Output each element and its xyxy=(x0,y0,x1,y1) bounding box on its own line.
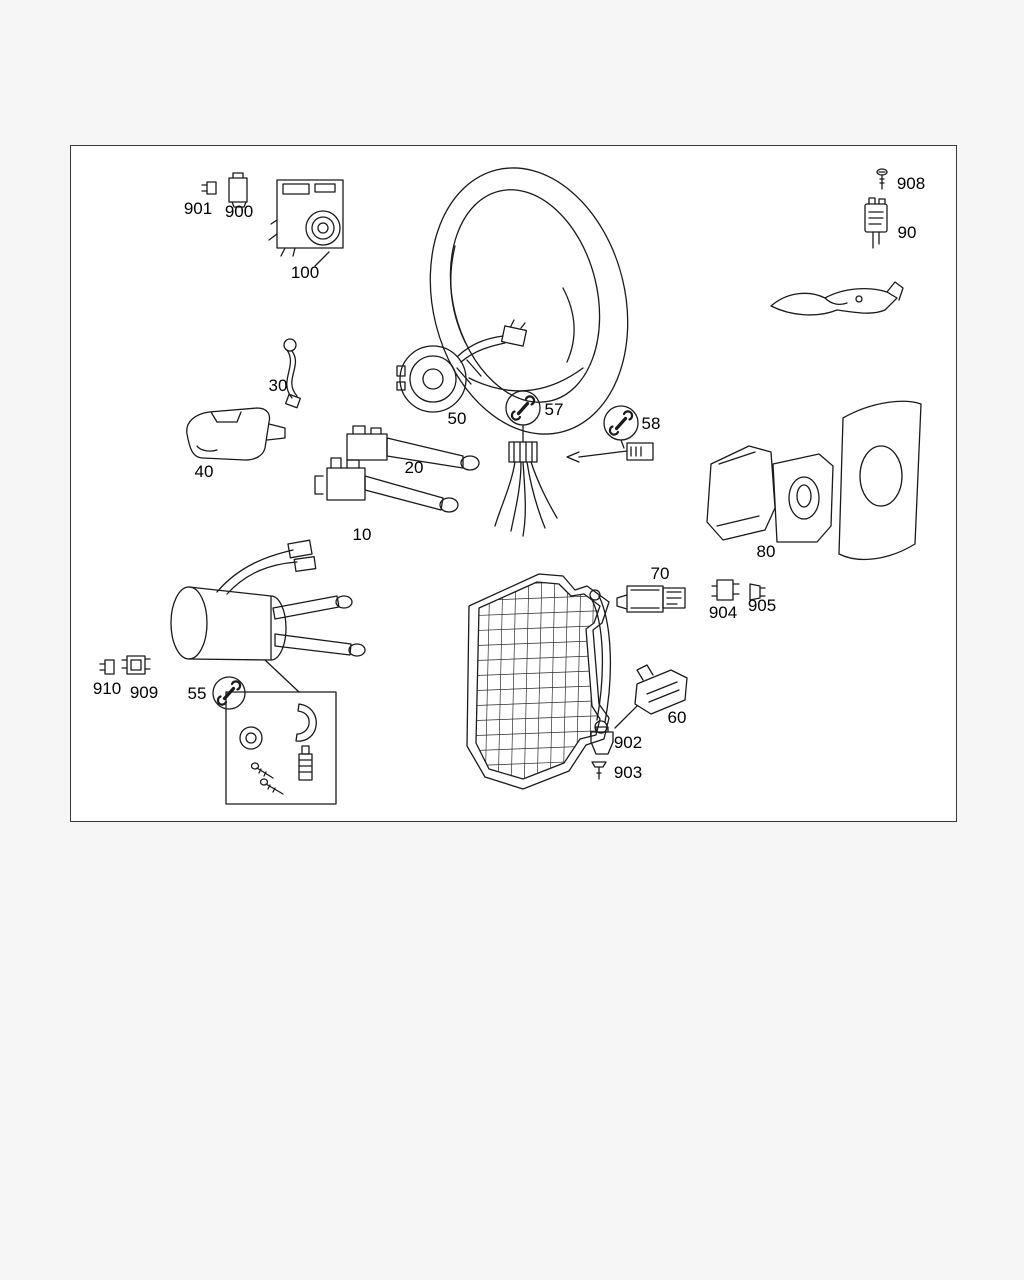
part-label-40: 40 xyxy=(195,462,214,481)
part-label-900: 900 xyxy=(225,202,253,221)
part-label-10: 10 xyxy=(353,525,372,544)
steering-wheel xyxy=(429,167,629,435)
screw-908 xyxy=(876,168,888,190)
part-labels: 901 900 100 908 90 30 50 57 58 40 20 10 … xyxy=(93,174,925,782)
part-label-901: 901 xyxy=(184,199,212,218)
diagram-canvas: 901 900 100 908 90 30 50 57 58 40 20 10 … xyxy=(93,167,925,805)
clock-spring-50 xyxy=(396,319,528,413)
plug-901 xyxy=(201,181,217,195)
diagram-frame: 901 900 100 908 90 30 50 57 58 40 20 10 … xyxy=(70,145,957,822)
service-kit-55 xyxy=(212,676,246,710)
stalk-switch-20 xyxy=(346,425,480,471)
steering-lock-assembly xyxy=(170,539,366,693)
part-label-902: 902 xyxy=(614,733,642,752)
part-label-50: 50 xyxy=(448,409,467,428)
part-label-80: 80 xyxy=(757,542,776,561)
part-label-910: 910 xyxy=(93,679,121,698)
ignition-switch-100 xyxy=(268,179,344,267)
plug-905 xyxy=(749,583,766,601)
part-label-30: 30 xyxy=(269,376,288,395)
switch-70 xyxy=(616,585,686,613)
plug-909 xyxy=(121,655,151,675)
part-label-909: 909 xyxy=(130,683,158,702)
plug-910 xyxy=(99,659,115,675)
lever-arm xyxy=(770,281,904,316)
switch-90 xyxy=(864,197,888,249)
connector-60 xyxy=(614,664,688,729)
plug-902 xyxy=(590,726,614,755)
trim-panel xyxy=(838,400,922,561)
part-label-20: 20 xyxy=(405,458,424,477)
mirror-switch-80 xyxy=(706,445,834,543)
screw-903 xyxy=(591,761,607,780)
service-kit-57 xyxy=(494,390,558,537)
part-label-70: 70 xyxy=(651,564,670,583)
part-label-904: 904 xyxy=(709,603,737,622)
part-label-90: 90 xyxy=(898,223,917,242)
plug-904 xyxy=(711,579,740,601)
switch-40 xyxy=(186,407,286,461)
lamp-housing xyxy=(466,573,612,790)
hardware-kit-box xyxy=(225,691,337,805)
stalk-switch-10 xyxy=(314,457,459,513)
part-label-60: 60 xyxy=(668,708,687,727)
service-kit-58 xyxy=(566,405,654,463)
cable-30 xyxy=(283,338,301,409)
part-label-55: 55 xyxy=(188,684,207,703)
part-label-100: 100 xyxy=(291,263,319,282)
connector-900 xyxy=(228,172,248,208)
part-label-903: 903 xyxy=(614,763,642,782)
part-label-57: 57 xyxy=(545,400,564,419)
part-label-58: 58 xyxy=(642,414,661,433)
part-label-908: 908 xyxy=(897,174,925,193)
part-label-905: 905 xyxy=(748,596,776,615)
